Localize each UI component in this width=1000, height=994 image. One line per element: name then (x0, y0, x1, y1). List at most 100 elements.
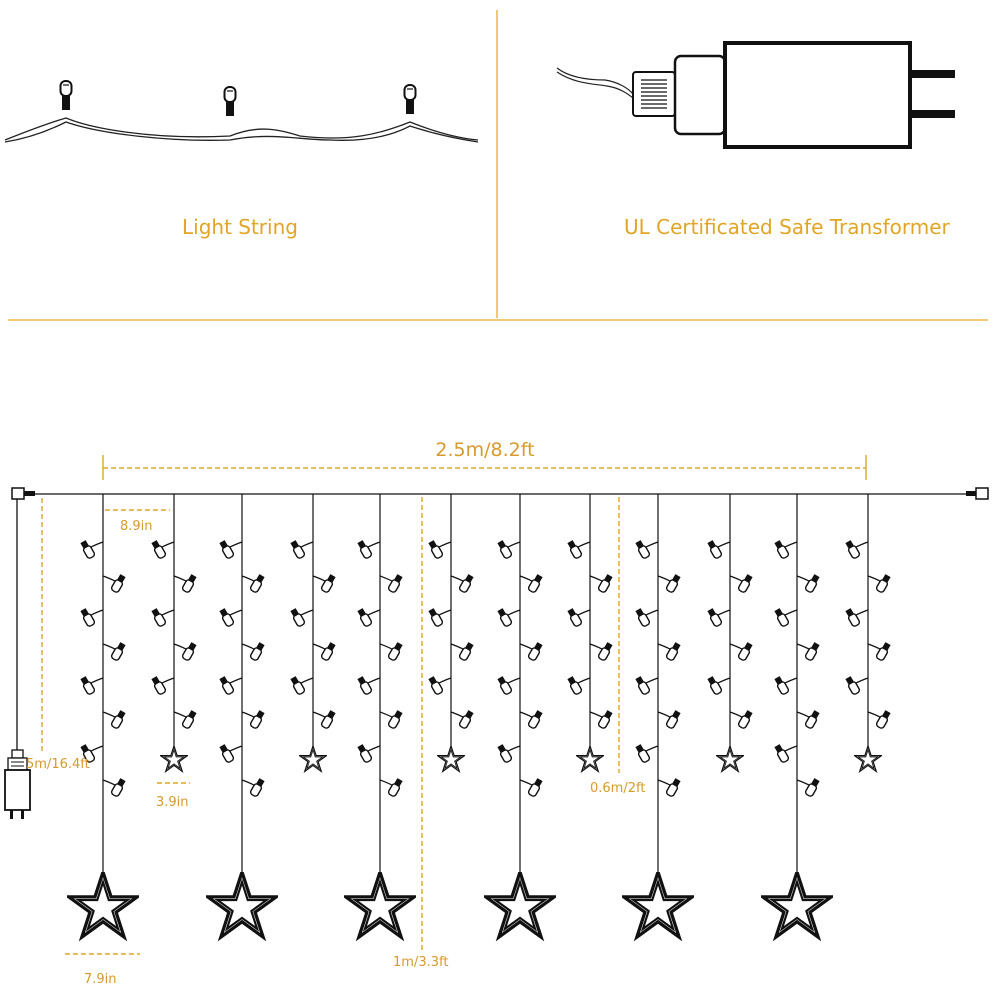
bulb-icon (450, 574, 474, 593)
star-icon (437, 746, 465, 772)
bulb-icon (519, 710, 543, 729)
bulb-icon (151, 676, 175, 695)
bulb-icon (80, 540, 104, 559)
bulb-icon (635, 608, 659, 627)
bulb-icon (241, 710, 265, 729)
bulb-icon (102, 710, 126, 729)
bulb-icon (219, 744, 243, 763)
bulb-icon (657, 778, 681, 797)
bulb-icon (59, 79, 73, 112)
bulb-icon (357, 676, 381, 695)
total-width-label: 2.5m/8.2ft (435, 439, 534, 461)
bulb-icon (80, 744, 104, 763)
bulb-icon (567, 540, 591, 559)
star-icon (206, 872, 278, 939)
bulb-icon (519, 778, 543, 797)
bulb-icon (589, 710, 613, 729)
bulb-icon (151, 540, 175, 559)
bulb-icon (796, 642, 820, 661)
bulb-icon (290, 676, 314, 695)
bulb-icon (497, 608, 521, 627)
bulb-icon (428, 676, 452, 695)
bulb-icon (223, 85, 237, 118)
bulb-icon (497, 744, 521, 763)
bulb-icon (102, 778, 126, 797)
star-icon (67, 872, 139, 939)
bulb-icon (567, 676, 591, 695)
short-strand-length-label: 0.6m/2ft (590, 781, 645, 796)
bulb-icon (774, 608, 798, 627)
bulb-icon (707, 676, 731, 695)
star-icon (299, 746, 327, 772)
bulb-icon (845, 608, 869, 627)
bulb-icon (867, 574, 891, 593)
bulb-icon (589, 642, 613, 661)
bulb-icon (151, 608, 175, 627)
transformer-icon (556, 41, 955, 149)
bulb-icon (635, 676, 659, 695)
star-icon (761, 872, 833, 939)
bulb-icon (403, 83, 417, 116)
star-icon (160, 746, 188, 772)
bulb-icon (428, 540, 452, 559)
bulb-icon (774, 540, 798, 559)
bulb-icon (290, 540, 314, 559)
bulb-icon (379, 710, 403, 729)
bulb-icon (657, 574, 681, 593)
bulb-icon (589, 574, 613, 593)
bulb-icon (80, 676, 104, 695)
bulb-icon (867, 642, 891, 661)
bulb-icon (796, 778, 820, 797)
light-string-illustration (4, 79, 479, 143)
strand-spacing-label: 8.9in (120, 519, 153, 534)
bulb-icon (796, 574, 820, 593)
bulb-icon (290, 608, 314, 627)
star-icon (576, 746, 604, 772)
light-string-caption: Light String (182, 215, 298, 239)
bulb-icon (729, 574, 753, 593)
bulb-icon (729, 710, 753, 729)
bulb-icon (519, 642, 543, 661)
bulb-icon (312, 710, 336, 729)
bulb-icon (428, 608, 452, 627)
bulb-icon (450, 710, 474, 729)
lead-length-label: 5m/16.4ft (26, 757, 90, 772)
bulb-icon (774, 676, 798, 695)
bulb-icon (379, 642, 403, 661)
bulb-icon (497, 676, 521, 695)
bulb-icon (707, 608, 731, 627)
bulb-icon (635, 540, 659, 559)
star-icon (622, 872, 694, 939)
star-icon (854, 746, 882, 772)
plug-icon (4, 749, 31, 819)
bulb-icon (173, 574, 197, 593)
bulb-icon (867, 710, 891, 729)
bulb-icon (729, 642, 753, 661)
bulb-icon (497, 540, 521, 559)
bulb-icon (357, 744, 381, 763)
bulb-icon (519, 574, 543, 593)
bulb-icon (635, 744, 659, 763)
long-strand-length-label: 1m/3.3ft (393, 955, 448, 970)
bulb-icon (379, 574, 403, 593)
bulb-icon (845, 676, 869, 695)
transformer-caption: UL Certificated Safe Transformer (624, 215, 950, 239)
bulb-icon (219, 540, 243, 559)
bulb-icon (312, 574, 336, 593)
bulb-icon (241, 778, 265, 797)
end-connector-right (975, 487, 989, 500)
bulb-icon (450, 642, 474, 661)
bulb-icon (796, 710, 820, 729)
star-icon (484, 872, 556, 939)
star-icon (344, 872, 416, 939)
bulb-icon (845, 540, 869, 559)
bulb-icon (357, 540, 381, 559)
bulb-icon (312, 642, 336, 661)
bulb-icon (80, 608, 104, 627)
bulb-icon (567, 608, 591, 627)
bulb-icon (657, 710, 681, 729)
bulb-icon (241, 574, 265, 593)
bulb-icon (102, 574, 126, 593)
star-icon (716, 746, 744, 772)
